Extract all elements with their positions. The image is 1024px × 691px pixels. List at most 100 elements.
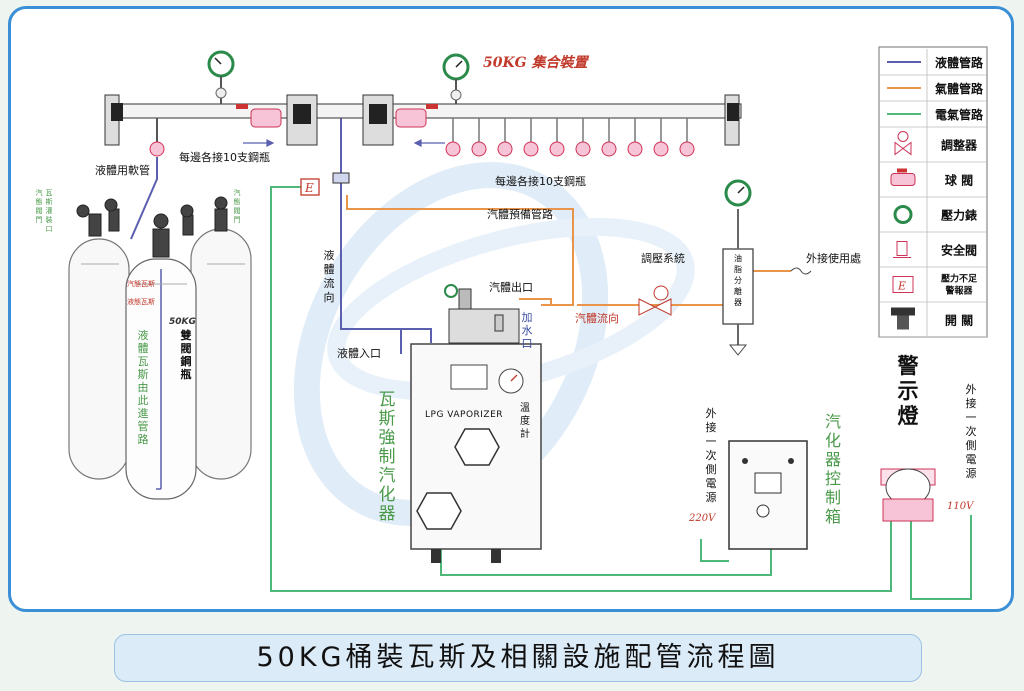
warning-lamp-label: 警示燈 <box>897 354 920 428</box>
vertical-char: 閥 <box>36 207 43 215</box>
vertical-char: 門 <box>36 216 43 224</box>
vaporizer-control-box <box>728 440 808 550</box>
vertical-char: 加 <box>522 311 533 324</box>
legend-row: 液體管路 <box>879 49 987 76</box>
flow-diagram: 50KG 集合裝置 液體用軟管 每邊各接10支鋼瓶 每邊各接10支鋼瓶 汽體預備… <box>36 46 988 600</box>
vertical-char: 路 <box>138 433 149 446</box>
legend-label: 安全閥 <box>941 243 977 258</box>
svg-text:E: E <box>897 280 906 293</box>
pressure-system-label: 調壓系統 <box>641 251 685 265</box>
legend-row: 氣體管路 <box>879 75 987 102</box>
cylinder-connector <box>445 141 461 157</box>
legend-row: 電氣管路 <box>879 101 987 128</box>
vertical-char: 控 <box>825 469 841 488</box>
warning-lamp <box>880 468 936 522</box>
vertical-char: 外 <box>706 407 717 420</box>
soft-pipe-label: 液體用軟管 <box>95 163 150 177</box>
vertical-char: 汽 <box>825 412 841 431</box>
cylinder-connector <box>627 141 643 157</box>
safety-valve-icon <box>893 241 911 258</box>
vertical-char: 雙 <box>181 328 192 342</box>
vertical-char: 強 <box>379 428 396 448</box>
vertical-char: 瓦 <box>138 355 149 368</box>
vertical-char: 分 <box>734 276 742 285</box>
legend-label: 壓力不足警報器 <box>941 273 978 297</box>
vertical-char: 示 <box>898 379 919 403</box>
regulator-icon <box>894 131 912 156</box>
vertical-char: 接 <box>706 421 717 434</box>
vertical-char: 口 <box>522 337 533 350</box>
power-110-label: 110V <box>947 501 975 512</box>
vertical-char: 制 <box>825 488 841 507</box>
vertical-char: 次 <box>706 448 717 462</box>
vertical-char: 口 <box>46 225 53 233</box>
vertical-char: 灌 <box>46 206 53 215</box>
cylinder-connector <box>471 141 487 157</box>
vertical-char: 閥 <box>234 207 241 215</box>
temp-gauge-label: 溫度計 <box>520 402 530 440</box>
add-water-label: 加水口 <box>522 311 533 350</box>
vertical-char: 電 <box>706 477 717 490</box>
legend-row: 調整器 <box>879 127 987 163</box>
vertical-char: 警 <box>897 354 919 378</box>
page-title: 50KG桶裝瓦斯及相關設施配管流程圖 <box>114 634 922 682</box>
vertical-char: 燈 <box>898 404 920 428</box>
vertical-char: 側 <box>706 463 717 476</box>
flow-arrow <box>243 139 445 147</box>
vertical-char: 一 <box>966 411 977 424</box>
flange-mid-right <box>362 94 394 146</box>
vertical-char: 次 <box>966 424 977 438</box>
cylinder-group <box>68 196 252 500</box>
cylinder-liquid-mark: 液態瓦斯 <box>127 297 155 306</box>
cylinder-connector <box>575 141 591 157</box>
vertical-char: 制 <box>379 447 396 467</box>
cylinder-connector <box>653 141 669 157</box>
vertical-char: 接 <box>966 397 977 410</box>
vertical-char: 體 <box>138 342 149 355</box>
ball-valve-icon <box>332 172 350 184</box>
vertical-char: 化 <box>379 485 396 505</box>
gas-outlet-label: 汽體出口 <box>489 280 533 294</box>
each-side-10-right: 每邊各接10支鋼瓶 <box>495 174 586 188</box>
cylinder-connector <box>497 141 513 157</box>
pressure-gauge-icon <box>442 53 470 104</box>
vertical-char: 閥 <box>181 342 192 355</box>
vertical-char: 離 <box>734 286 742 296</box>
switch-icon <box>891 307 915 330</box>
vertical-char: 液 <box>324 248 335 262</box>
steam-preheat-label: 汽體預備管路 <box>487 207 553 221</box>
alarm-icon: E <box>892 276 914 293</box>
ext-use-label: 外接使用處 <box>806 251 861 265</box>
vertical-char: 管 <box>138 419 149 433</box>
vertical-char: 器 <box>825 450 841 469</box>
pressure-gauge-icon <box>207 50 235 104</box>
vertical-char: 電 <box>966 453 977 466</box>
vertical-char: 箱 <box>825 507 841 526</box>
vertical-char: 液 <box>138 328 149 342</box>
header-manifold <box>104 94 742 146</box>
vertical-char: 斯 <box>46 197 53 206</box>
flange-left-end <box>104 94 123 146</box>
liquid-inlet-label: 液體入口 <box>337 346 381 360</box>
vertical-char: 瓦 <box>46 189 53 197</box>
vertical-char: 態 <box>36 197 43 206</box>
cylinder-connector-row <box>445 118 695 157</box>
vertical-char: 外 <box>966 383 977 396</box>
oil-separator <box>722 209 754 356</box>
regulator-icon <box>638 285 672 316</box>
vertical-char: 進 <box>138 407 149 420</box>
legend-label: 球 閥 <box>945 173 973 188</box>
vertical-char: 向 <box>324 290 335 304</box>
legend-row: 安全閥 <box>879 232 987 268</box>
